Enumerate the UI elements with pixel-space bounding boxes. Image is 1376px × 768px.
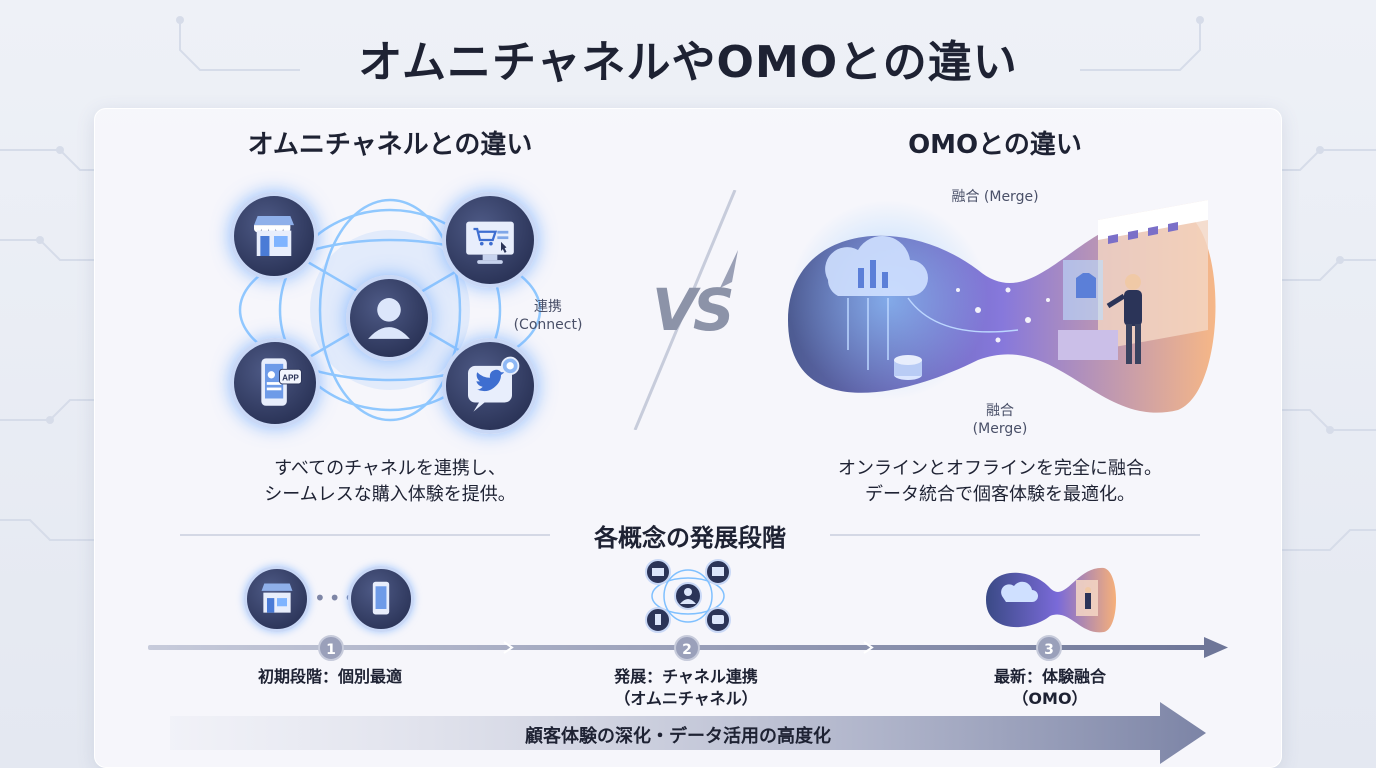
stage-label-1: 初期段階：個別最適 <box>200 666 460 688</box>
stages-title: 各概念の発展段階 <box>594 524 786 552</box>
stage1-label-line1: 初期段階：個別最適 <box>257 667 402 686</box>
stage-number-3: 3 <box>1036 635 1062 661</box>
merge-label-bottom-jp: 融合 <box>986 403 1014 419</box>
vs-divider <box>633 190 738 430</box>
omo-description: オンラインとオフラインを完全に融合。 データ統合で個客体験を最適化。 <box>780 456 1220 508</box>
omnichannel-title: オムニチャネルとの違い <box>247 130 533 160</box>
stage3-omo-icon <box>986 567 1116 633</box>
user-icon <box>346 275 432 361</box>
stage2-network-icon <box>645 559 731 633</box>
social-bird-icon <box>442 338 538 434</box>
omnichannel-description: すべてのチャネルを連携し、 シームレスな購入体験を提供。 <box>190 456 590 508</box>
omo-title: OMOとの違い <box>908 130 1082 160</box>
stage-label-2: 発展：チャネル連携 （オムニチャネル） <box>556 666 816 710</box>
omo-desc-line2: データ統合で個客体験を最適化。 <box>865 484 1135 505</box>
connect-label-en: (Connect) <box>513 317 583 333</box>
stage2-label-line2: （オムニチャネル） <box>614 689 758 708</box>
ecommerce-monitor-icon <box>442 192 538 288</box>
cloud-data-icon <box>825 235 928 296</box>
stage3-label-line2: （OMO） <box>1012 689 1088 708</box>
bottom-banner-text: 顧客体験の深化・データ活用の高度化 <box>525 726 831 747</box>
omo-desc-line1: オンラインとオフラインを完全に融合。 <box>838 458 1162 479</box>
omo-merge-illustration <box>788 200 1216 413</box>
stage-label-3: 最新：体験融合 （OMO） <box>920 666 1180 710</box>
connect-label: 連携 (Connect) <box>498 298 598 334</box>
store-icon <box>230 192 318 280</box>
merge-label-bottom-en: (Merge) <box>972 421 1028 437</box>
stage2-label-line1: 発展：チャネル連携 <box>614 667 758 686</box>
stages-divider-lines <box>180 534 1200 536</box>
stage1-store-icon <box>244 566 310 632</box>
stage1-mobile-icon <box>348 566 414 632</box>
omnichannel-desc-line1: すべてのチャネルを連携し、 <box>274 458 506 479</box>
merge-label-bottom: 融合 (Merge) <box>950 402 1050 438</box>
banner-arrow <box>170 702 1206 764</box>
page-title: オムニチャネルやOMOとの違い <box>358 37 1018 88</box>
mobile-app-icon: APP <box>230 338 320 428</box>
omnichannel-desc-line2: シームレスな購入体験を提供。 <box>264 484 516 505</box>
merge-label-top: 融合 (Merge) <box>951 189 1039 205</box>
stage-number-2: 2 <box>674 635 700 661</box>
stage3-label-line1: 最新：体験融合 <box>993 667 1106 686</box>
person-icon <box>1106 274 1142 364</box>
app-badge-text: APP <box>282 373 299 382</box>
vs-text: VS <box>652 276 735 344</box>
connect-label-jp: 連携 <box>534 299 562 315</box>
stage-number-1: 1 <box>318 635 344 661</box>
